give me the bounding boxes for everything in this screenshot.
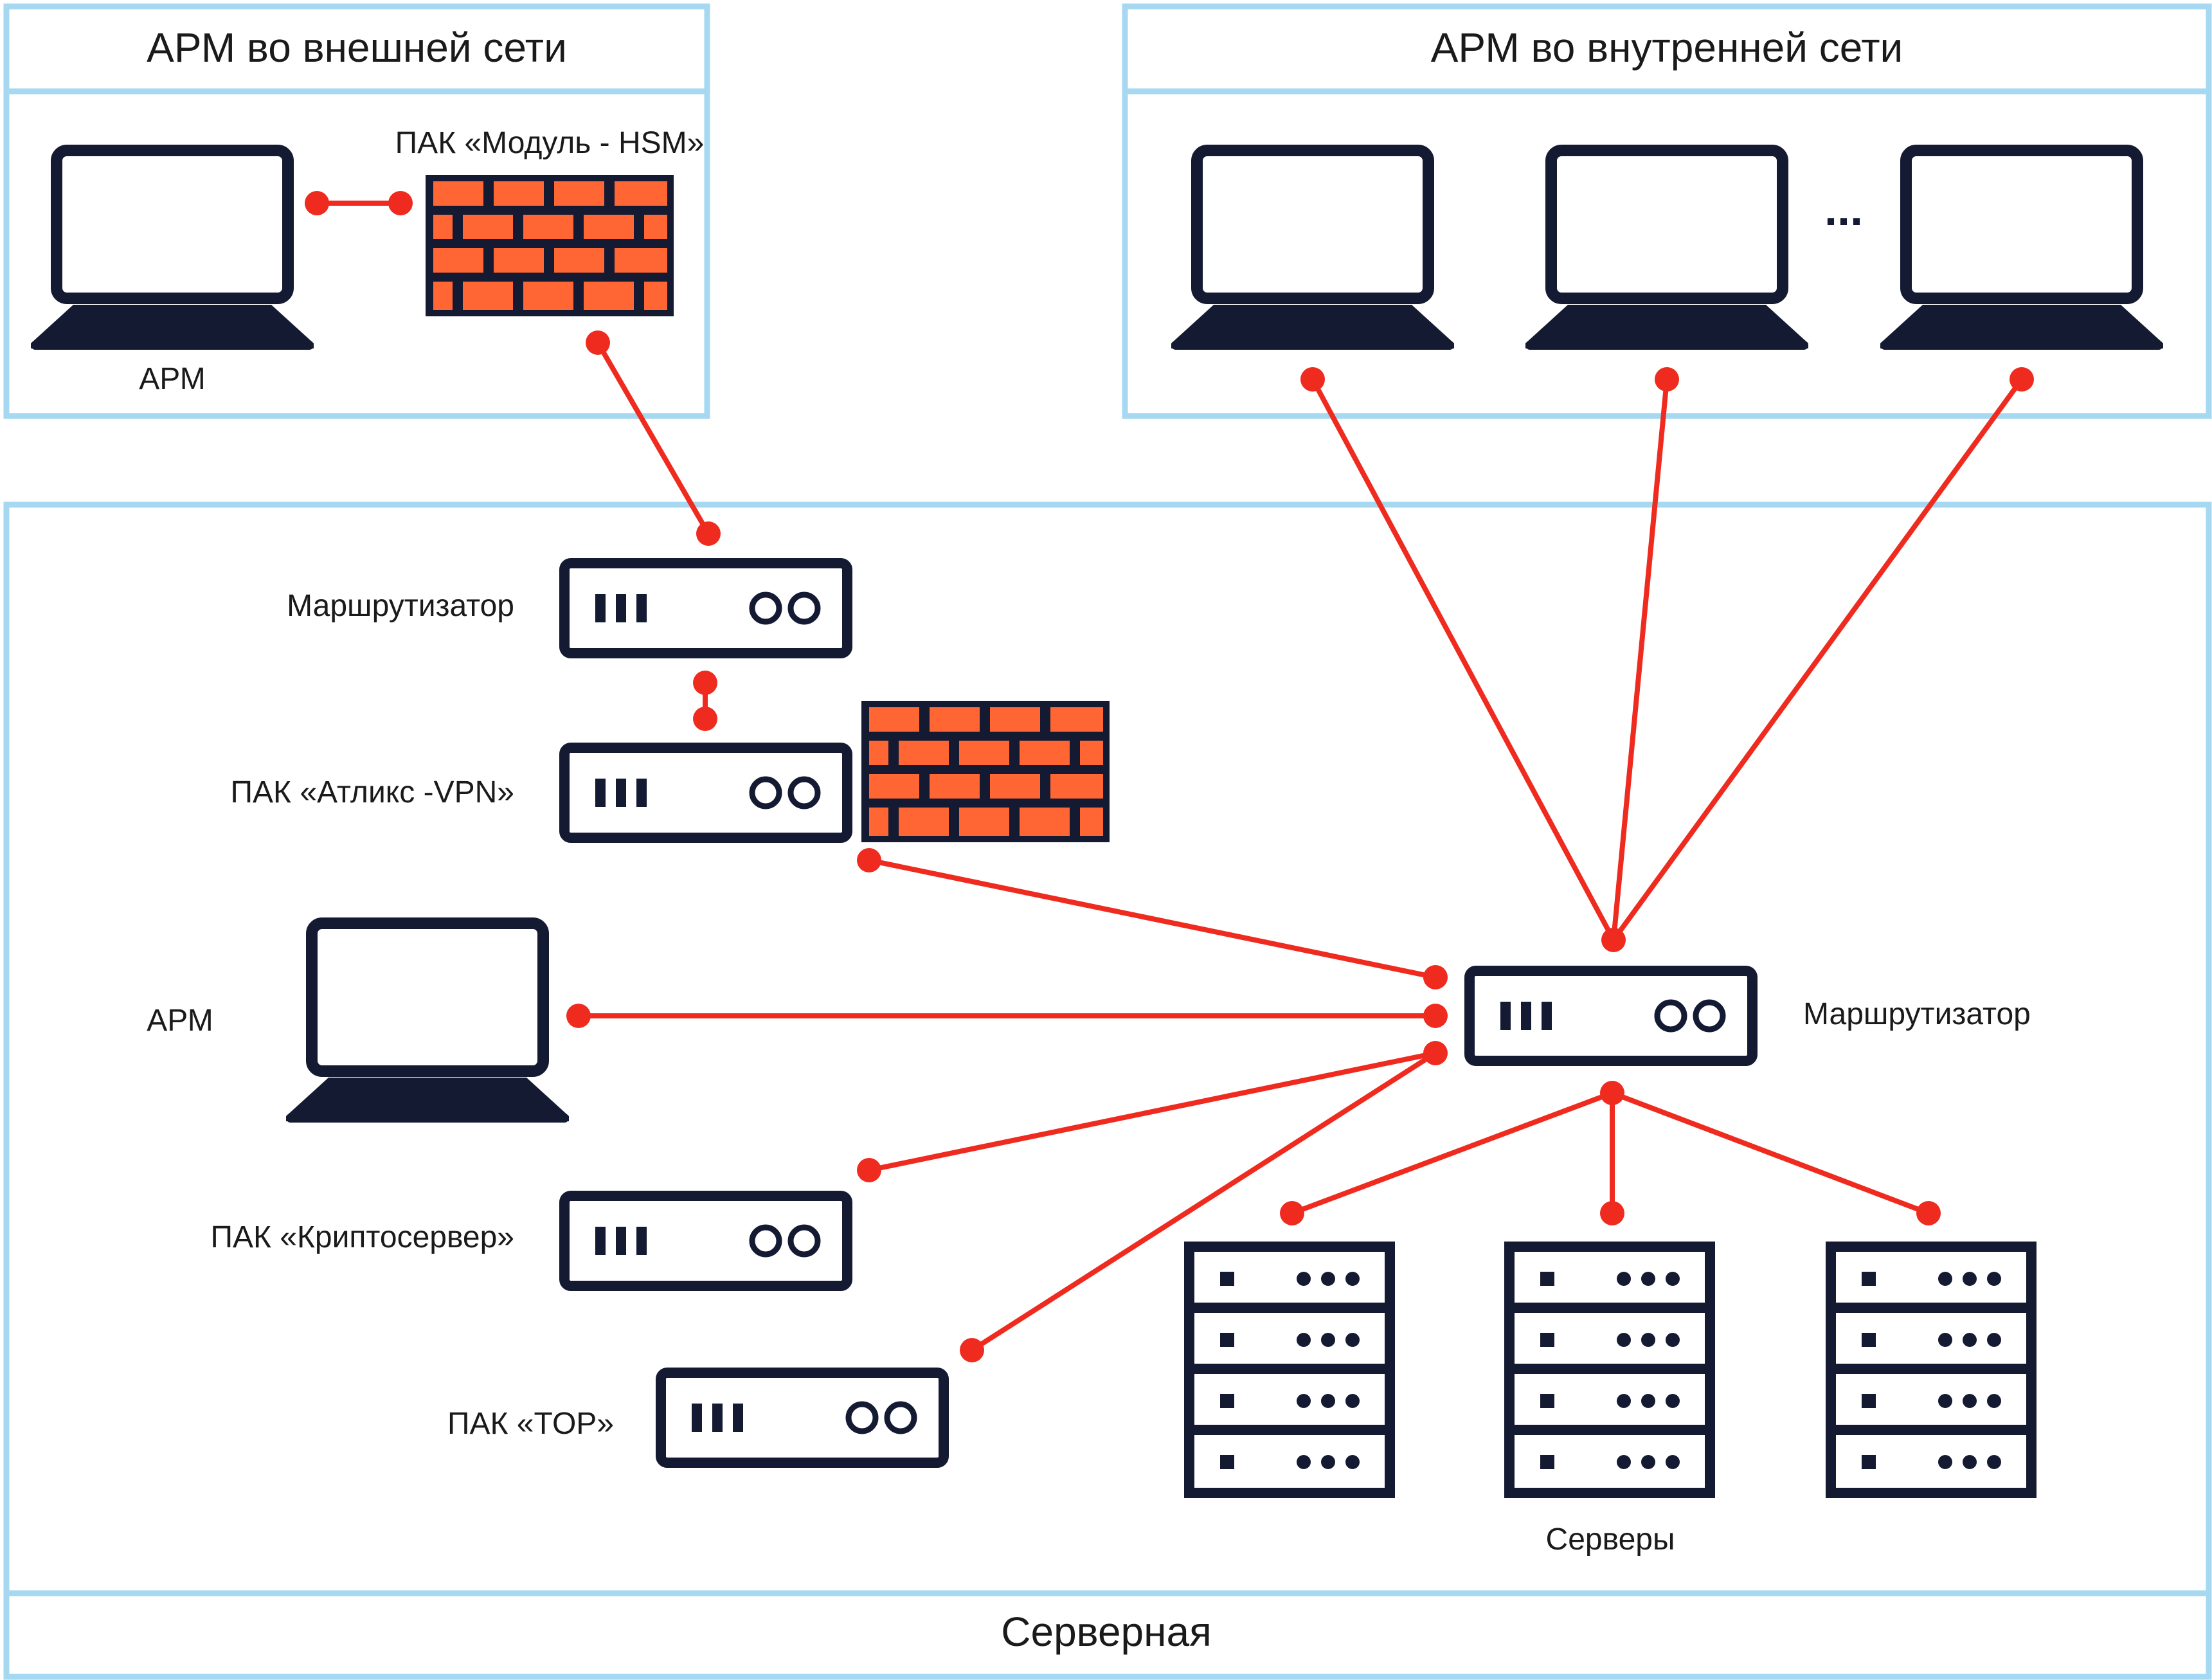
router-top-label: Маршрутизатор bbox=[287, 589, 514, 623]
link-crypto-mainrouter bbox=[868, 1051, 1436, 1173]
router-icon bbox=[564, 563, 847, 653]
server-rack-icon bbox=[1189, 1247, 1390, 1493]
zone-external-title: АРМ во внешней сети bbox=[147, 24, 567, 71]
link-tor-mainrouter bbox=[970, 1051, 1437, 1353]
link-server3 bbox=[1611, 1090, 1930, 1216]
router-icon bbox=[564, 1196, 847, 1286]
link-endpoints bbox=[305, 191, 2034, 1362]
laptop-icon bbox=[1171, 150, 1454, 350]
link-hsm-router bbox=[595, 341, 711, 536]
atlix-vpn-label: ПАК «Атликс -VPN» bbox=[231, 775, 514, 809]
zone-internal: АРМ во внутренней сети bbox=[1122, 3, 2212, 419]
router-icon bbox=[564, 748, 847, 838]
server-rack-icon bbox=[1509, 1247, 1710, 1493]
laptop-icon bbox=[1525, 150, 1808, 350]
laptop-icon bbox=[286, 923, 569, 1123]
server-rack-icon bbox=[1831, 1247, 2031, 1493]
zone-server-room-title: Серверная bbox=[1001, 1609, 1211, 1655]
zone-external: АРМ во внешней сети bbox=[3, 3, 710, 419]
firewall-icon bbox=[861, 701, 1110, 842]
zone-server-room: Серверная bbox=[3, 501, 2212, 1680]
crypto-server-label: ПАК «Криптосервер» bbox=[210, 1220, 514, 1254]
hsm-label: ПАК «Модуль - HSM» bbox=[395, 126, 705, 160]
router-icon bbox=[661, 1373, 944, 1463]
link-internal1 bbox=[1310, 378, 1616, 941]
link-internal3 bbox=[1611, 377, 2024, 942]
router-icon bbox=[1470, 971, 1752, 1061]
laptop-icon bbox=[1880, 150, 2163, 350]
link-server1 bbox=[1291, 1090, 1614, 1216]
tor-label: ПАК «TOP» bbox=[447, 1407, 614, 1441]
link-internal2 bbox=[1611, 379, 1669, 941]
router-main-label: Маршрутизатор bbox=[1803, 997, 2031, 1031]
zone-internal-title: АРМ во внутренней сети bbox=[1431, 24, 1903, 71]
link-vpn-mainrouter bbox=[868, 858, 1436, 980]
laptop-icon bbox=[31, 150, 314, 350]
arm-server-room-label: АРМ bbox=[147, 1004, 213, 1038]
firewall-icon bbox=[426, 175, 674, 316]
links bbox=[317, 201, 2024, 1353]
servers-label: Серверы bbox=[1546, 1522, 1675, 1557]
internal-ellipsis: ... bbox=[1824, 184, 1863, 235]
ext-arm-label: АРМ bbox=[139, 362, 205, 396]
